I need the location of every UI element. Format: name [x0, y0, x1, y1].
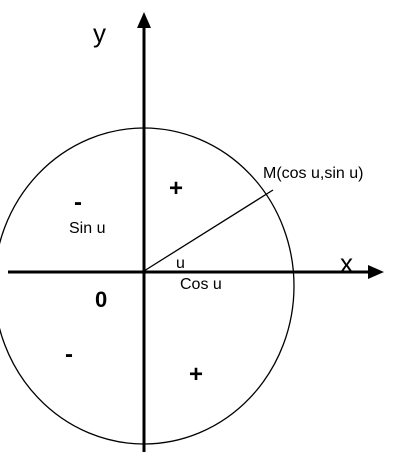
sign-lower-left: -	[65, 341, 73, 368]
y-axis-label: y	[93, 18, 106, 48]
point-m-label: M(cos u,sin u)	[263, 165, 363, 182]
origin-label: 0	[95, 287, 107, 312]
x-axis-label: x	[340, 248, 353, 278]
sign-upper-left: -	[74, 189, 82, 216]
sign-upper-right: +	[169, 175, 183, 202]
sine-label: Sin u	[69, 220, 105, 237]
radius-line	[143, 189, 274, 272]
unit-circle	[0, 127, 295, 445]
cosine-label: Cos u	[180, 276, 222, 293]
angle-label: u	[176, 255, 185, 272]
x-axis-arrowhead	[368, 265, 384, 279]
sign-lower-right: +	[189, 361, 203, 388]
y-axis-arrowhead	[137, 12, 151, 28]
